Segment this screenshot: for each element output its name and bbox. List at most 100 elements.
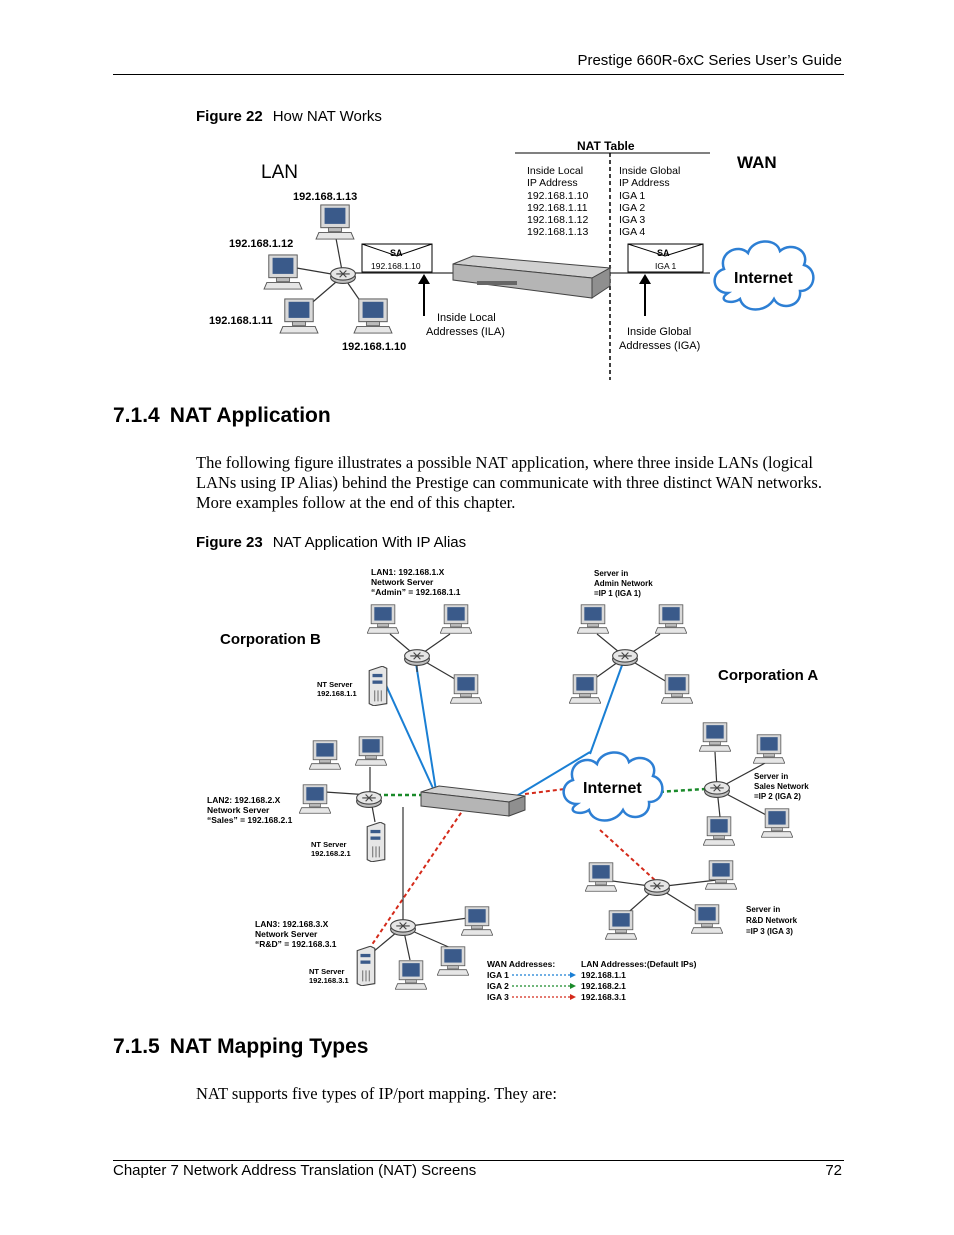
ila-label-2: Addresses (ILA) [426, 326, 505, 338]
hub-icon [404, 649, 430, 666]
nat-local-header-2: IP Address [527, 177, 578, 189]
legend-lan: 192.168.3.1 [581, 992, 626, 1002]
sales-net-line-3: =IP 2 (IGA 2) [754, 792, 801, 801]
section-714-paragraph: The following figure illustrates a possi… [196, 453, 822, 512]
nat-row-global: IGA 3 [619, 214, 645, 226]
figure23-diagram: Internet Corporation B Corporation A LAN… [207, 567, 818, 1002]
header-rule [113, 74, 844, 75]
pc-icon [353, 298, 393, 334]
rd-net-line-1: Server in [746, 905, 780, 914]
router-icon [420, 785, 526, 817]
iga-label-2: Addresses (IGA) [619, 340, 700, 352]
packet-lan-icon: SA 192.168.1.10 [361, 243, 433, 273]
nt2-label: NT Server 192.168.2.1 [311, 840, 351, 858]
pc-icon [355, 736, 387, 766]
nat-row-local: 192.168.1.13 [527, 226, 588, 238]
lan3-label: LAN3: 192.168.3.X Network Server “R&D” =… [255, 919, 337, 949]
figure23-caption-text: NAT Application With IP Alias [272, 534, 467, 551]
hub-icon [612, 649, 638, 666]
pc-icon [450, 674, 482, 704]
rd-net-line-2: R&D Network [746, 916, 798, 925]
sales-net-label: Server in Sales Network =IP 2 (IGA 2) [754, 772, 809, 801]
host-label: 192.168.1.11 [209, 315, 273, 327]
pc-icon [691, 904, 723, 934]
section-715-number: 7.1.5 [113, 1035, 160, 1058]
section-714-number: 7.1.4 [113, 404, 160, 427]
nat-row-local: 192.168.1.11 [527, 202, 588, 214]
pc-icon [703, 816, 735, 846]
footer-rule [113, 1160, 844, 1161]
legend-wan: IGA 1 [487, 970, 509, 980]
nat-table-title: NAT Table [577, 139, 635, 153]
section-715-heading: 7.1.5 NAT Mapping Types [113, 1035, 368, 1059]
ila-label-1: Inside Local [437, 312, 496, 324]
internet-label: Internet [734, 270, 793, 287]
nt2-line-1: NT Server [311, 840, 347, 849]
rd-net-line-3: =IP 3 (IGA 3) [746, 927, 793, 936]
hub-icon [330, 267, 356, 284]
iga-label-1: Inside Global [627, 326, 691, 338]
nat-row-global: IGA 2 [619, 202, 645, 214]
footer-chapter: Chapter 7 Network Address Translation (N… [113, 1162, 477, 1179]
nat-global-header-1: Inside Global [619, 165, 680, 177]
nat-row-local: 192.168.1.12 [527, 214, 588, 226]
admin-net-line-3: =IP 1 (IGA 1) [594, 589, 641, 598]
pc-icon [761, 808, 793, 838]
pc-icon [569, 674, 601, 704]
legend-wan: IGA 2 [487, 981, 509, 991]
sales-net-line-1: Server in [754, 772, 788, 781]
hub-icon [704, 781, 730, 798]
admin-net-line-2: Admin Network [594, 579, 653, 588]
nt3-line-2: 192.168.3.1 [309, 976, 349, 985]
legend-wan: IGA 3 [487, 992, 509, 1002]
server-icon [368, 666, 388, 706]
pc-icon [577, 604, 609, 634]
lan1-label: LAN1: 192.168.1.X Network Server “Admin”… [371, 567, 461, 597]
section-715-title: NAT Mapping Types [169, 1035, 369, 1058]
figure23-label: Figure 23 [196, 534, 263, 551]
lan2-line-2: Network Server [207, 805, 270, 815]
host-label: 192.168.1.13 [293, 191, 357, 203]
guide-title: Prestige 660R-6xC Series User’s Guide [577, 52, 842, 69]
nat-table-rows: 192.168.1.10 IGA 1 192.168.1.11 IGA 2 19… [527, 190, 645, 238]
hub-icon [390, 919, 416, 936]
section-714-title: NAT Application [169, 404, 331, 427]
server-icon [366, 822, 386, 862]
pc-icon [279, 298, 319, 334]
packet-lan-addr: 192.168.1.10 [371, 261, 421, 271]
sales-net-line-2: Sales Network [754, 782, 809, 791]
lan3-line-1: LAN3: 192.168.3.X [255, 919, 329, 929]
pc-icon [705, 860, 737, 890]
lan2-line-1: LAN2: 192.168.2.X [207, 795, 281, 805]
nat-row-global: IGA 4 [619, 226, 645, 238]
pc-icon [605, 910, 637, 940]
internet-label: Internet [583, 780, 642, 797]
pc-icon [655, 604, 687, 634]
hub-icon [644, 879, 670, 896]
page-number: 72 [825, 1162, 842, 1179]
figure22-label: Figure 22 [196, 108, 263, 125]
packet-wan-sa: SA [657, 248, 670, 258]
lan-label: LAN [261, 162, 298, 183]
pc-icon [461, 906, 493, 936]
admin-net-line-1: Server in [594, 569, 628, 578]
pc-icon [309, 740, 341, 770]
pc-icon [395, 960, 427, 990]
pc-icon [437, 946, 469, 976]
lan2-line-3: “Sales” = 192.168.2.1 [207, 815, 293, 825]
nt1-line-1: NT Server [317, 680, 353, 689]
legend-lan: 192.168.1.1 [581, 970, 626, 980]
nt1-line-2: 192.168.1.1 [317, 689, 357, 698]
legend-lan-header: LAN Addresses:(Default IPs) [581, 959, 697, 969]
corp-b-label: Corporation B [220, 631, 321, 648]
host-label: 192.168.1.12 [229, 238, 293, 250]
legend-wan-header: WAN Addresses: [487, 959, 555, 969]
lan2-label: LAN2: 192.168.2.X Network Server “Sales”… [207, 795, 293, 825]
lan3-line-2: Network Server [255, 929, 318, 939]
server-icon [356, 946, 376, 986]
pc-icon [753, 734, 785, 764]
router-icon [452, 255, 612, 299]
address-legend: WAN Addresses: LAN Addresses:(Default IP… [487, 959, 697, 1002]
nat-local-header-1: Inside Local [527, 165, 583, 177]
